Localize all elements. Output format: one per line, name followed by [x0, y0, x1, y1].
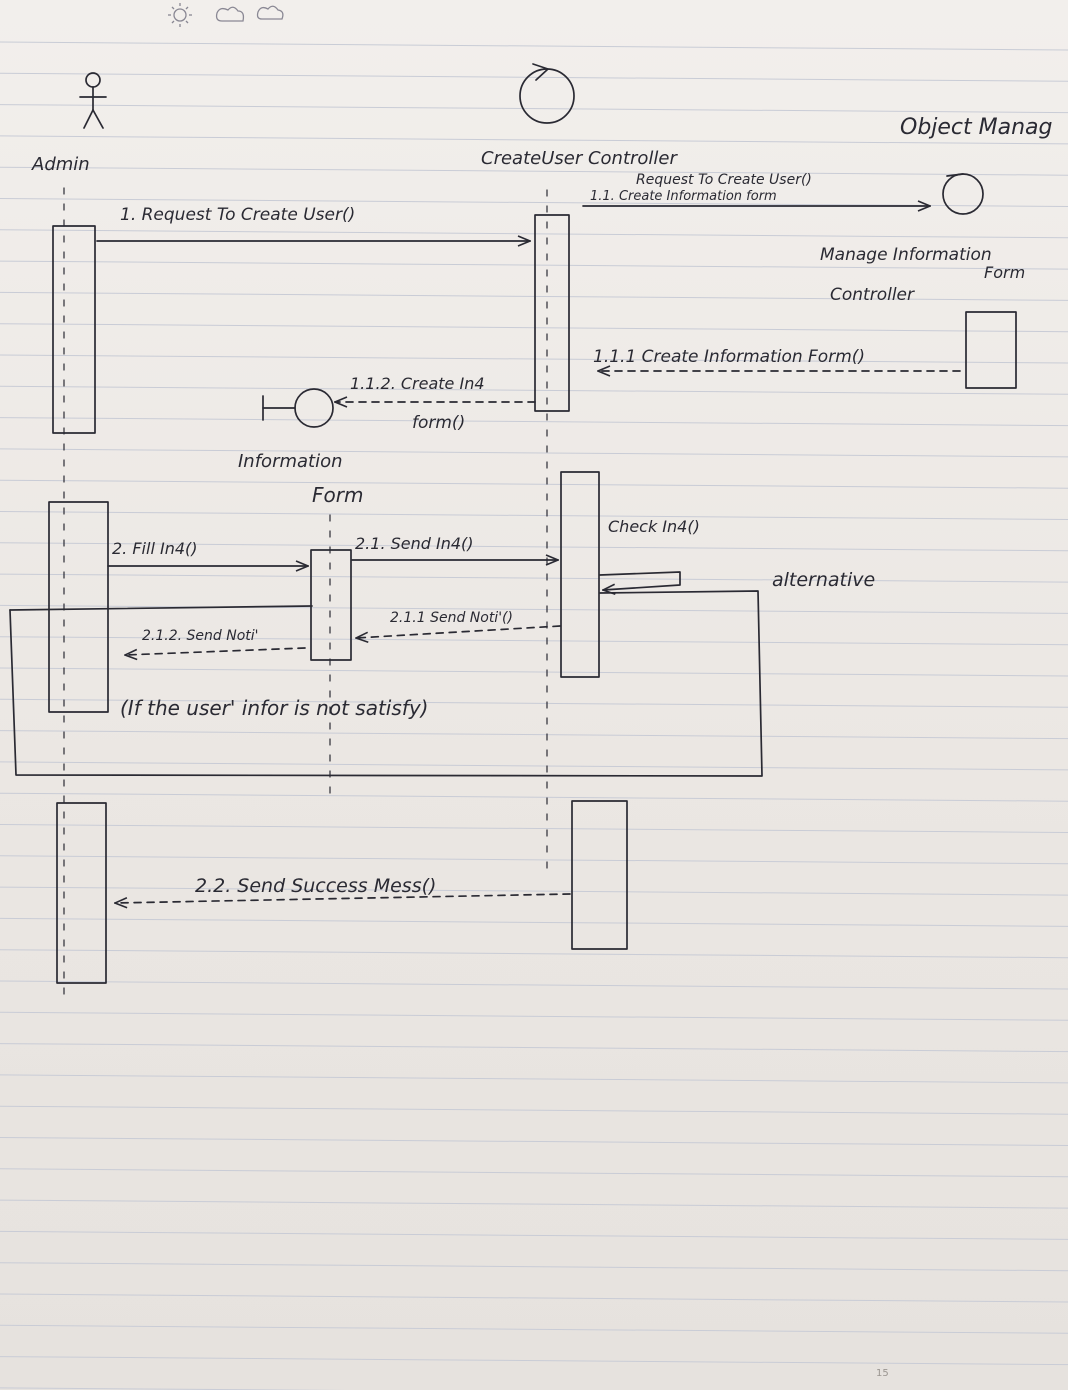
- message-1-label: 1. Request To Create User(): [120, 205, 355, 225]
- message-1-1-label-line2: 1.1. Create Information form: [590, 189, 777, 204]
- fragment-guard-label: (If the user' infor is not satisfy): [120, 696, 428, 720]
- cloud-icon: [256, 5, 284, 20]
- control-icon: [942, 173, 984, 215]
- message-2-2-label: 2.2. Send Success Mess(): [195, 875, 436, 897]
- ruled-line: [0, 1387, 348, 1390]
- ruled-line: [0, 41, 1068, 51]
- ruled-line: [0, 573, 1068, 583]
- fragment-operator-label: alternative: [772, 569, 875, 591]
- ruled-line: [0, 291, 1068, 301]
- controller-label: CreateUser Controller: [481, 148, 678, 169]
- ruled-line: [0, 730, 1068, 740]
- ruled-line: [0, 417, 1068, 427]
- controller-activation-3: [571, 800, 628, 950]
- manager-label-line3: Controller: [830, 285, 915, 305]
- message-1-1-2-label-line1: 1.1.2. Create In4: [350, 374, 485, 393]
- page-number: 15: [876, 1368, 889, 1379]
- manager-label-line1: Manage Information: [820, 245, 992, 265]
- ruled-line: [0, 1011, 1068, 1021]
- admin-activation-1: [52, 225, 96, 434]
- ruled-line: [0, 667, 1068, 677]
- ruled-line: [0, 1137, 1068, 1146]
- ruled-line: [0, 636, 1068, 646]
- message-2-1-2-arrow: [125, 647, 306, 655]
- ruled-line: [0, 511, 1068, 520]
- ruled-line: [0, 1199, 1068, 1209]
- ruled-line: [0, 1356, 1068, 1366]
- form-label-line2: Form: [312, 483, 363, 507]
- ruled-line: [0, 1324, 1068, 1334]
- ruled-line: [0, 604, 1068, 614]
- controller-activation-1: [534, 214, 570, 412]
- ruled-line: [0, 1262, 1068, 1272]
- ruled-line: [0, 1168, 1068, 1178]
- manager-activation: [965, 311, 1017, 389]
- ruled-line: [0, 792, 1068, 802]
- form-activation: [310, 549, 352, 661]
- message-2-1-1-arrow: [356, 625, 561, 638]
- ruled-line: [0, 886, 1068, 896]
- ruled-line: [0, 824, 1068, 833]
- form-label-line1: Information: [238, 451, 343, 472]
- cloud-icon: [215, 6, 245, 22]
- ruled-line: [0, 479, 1068, 489]
- controller-activation-2: [560, 471, 600, 678]
- ruled-line: [0, 1105, 1068, 1115]
- check-label: Check In4(): [608, 517, 700, 536]
- ruled-line: [0, 104, 1068, 114]
- ruled-line: [0, 949, 1068, 959]
- message-1-1-1-label: 1.1.1 Create Information Form(): [593, 347, 865, 367]
- message-2-1-label: 2.1. Send In4(): [355, 534, 474, 553]
- fragment-top-edge: [9, 605, 313, 611]
- object-manager-heading: Object Manag: [900, 115, 1053, 140]
- admin-label: Admin: [31, 154, 90, 175]
- ruled-line: [0, 229, 1068, 239]
- admin-activation-2: [48, 501, 109, 713]
- message-2-1-2-label: 2.1.2. Send Noti': [142, 628, 259, 644]
- message-2-1-1-label: 2.1.1 Send Noti'(): [390, 610, 513, 626]
- sun-icon: [168, 3, 192, 27]
- boundary-icon: [262, 388, 334, 428]
- ruled-line: [0, 260, 1068, 270]
- admin-actor-icon: [79, 72, 107, 129]
- ruled-line: [0, 354, 1068, 364]
- message-1-1-2-label-line2: form(): [412, 413, 465, 433]
- manager-label-line2: Form: [984, 263, 1025, 282]
- ruled-line: [0, 385, 1068, 395]
- admin-activation-3: [56, 802, 107, 984]
- control-icon: [519, 63, 575, 124]
- ruled-line: [0, 698, 1068, 708]
- ruled-line: [0, 448, 1068, 458]
- ruled-line: [0, 1043, 1068, 1053]
- ruled-line: [0, 980, 1068, 990]
- ruled-line: [0, 1230, 1068, 1240]
- ruled-line: [0, 323, 1068, 333]
- alternative-fragment: [9, 590, 763, 777]
- message-2-label: 2. Fill In4(): [112, 539, 198, 558]
- ruled-line: [0, 761, 1068, 771]
- ruled-line: [0, 135, 1068, 145]
- self-check-arrow: [599, 571, 681, 590]
- ruled-line: [0, 1293, 1068, 1303]
- ruled-line: [0, 1074, 1068, 1084]
- ruled-line: [0, 917, 1068, 927]
- ruled-line: [0, 542, 1068, 552]
- ruled-line: [0, 855, 1068, 865]
- message-2-2-arrow: [115, 893, 571, 903]
- message-1-1-label-line1: Request To Create User(): [636, 172, 812, 188]
- ruled-line: [0, 72, 1068, 82]
- ruled-line: [0, 166, 1068, 176]
